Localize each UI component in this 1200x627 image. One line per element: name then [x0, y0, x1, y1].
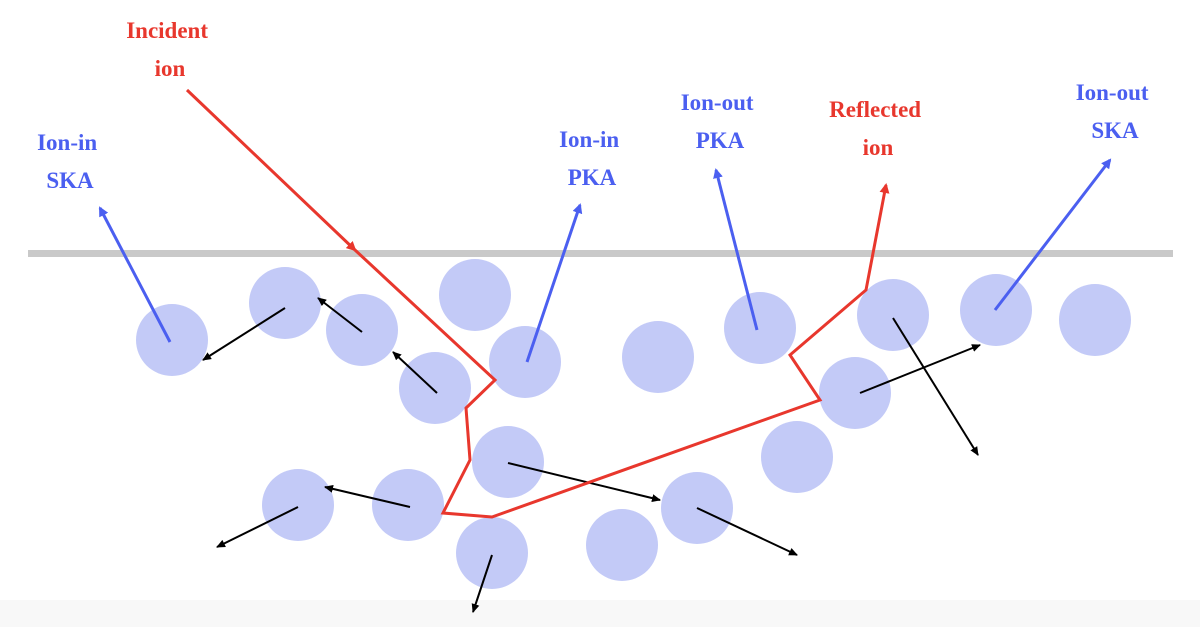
- sputtered-atom-arrows: [98, 158, 1112, 363]
- label-line: PKA: [696, 128, 745, 153]
- label-line: SKA: [46, 168, 94, 193]
- atom: [761, 421, 833, 493]
- label-line: SKA: [1091, 118, 1139, 143]
- atom: [372, 469, 444, 541]
- recoil-arrow: [507, 462, 661, 502]
- reflected-ion-label: Reflected ion: [829, 97, 927, 160]
- atom: [857, 279, 929, 351]
- ion-in-ska-arrow: [98, 206, 172, 343]
- label-line: Incident: [126, 18, 208, 43]
- recoil-arrow: [696, 507, 798, 556]
- atom: [136, 304, 208, 376]
- atom: [1059, 284, 1131, 356]
- reflected-ion-path: [353, 183, 890, 519]
- ion-out-pka-arrow: [713, 168, 759, 331]
- surface-line: [28, 250, 1173, 257]
- recoil-arrow: [202, 307, 286, 361]
- atom: [249, 267, 321, 339]
- label-line: PKA: [568, 165, 617, 190]
- atom: [262, 469, 334, 541]
- recoil-arrow: [892, 317, 979, 456]
- recoil-arrow: [216, 506, 299, 548]
- atom: [622, 321, 694, 393]
- atom: [489, 326, 561, 398]
- label-line: Ion-out: [1076, 80, 1149, 105]
- ion-trajectory: [185, 88, 890, 519]
- atom: [472, 426, 544, 498]
- atoms: [136, 259, 1131, 589]
- recoil-arrow: [859, 344, 981, 394]
- recoil-arrow: [317, 297, 363, 333]
- atom: [724, 292, 796, 364]
- ion-out-pka-label: Ion-out PKA: [681, 90, 760, 153]
- atom: [456, 517, 528, 589]
- incident-ion-arrow: [185, 88, 357, 252]
- incident-ion-label: Incident ion: [126, 18, 214, 81]
- label-line: ion: [155, 56, 186, 81]
- ion-out-ska-label: Ion-out SKA: [1076, 80, 1155, 143]
- ion-in-pka-label: Ion-in PKA: [559, 127, 625, 190]
- label-line: ion: [863, 135, 894, 160]
- label-line: Ion-in: [37, 130, 97, 155]
- label-line: Ion-in: [559, 127, 619, 152]
- bottom-band: [0, 600, 1200, 627]
- ion-in-pka-arrow: [525, 203, 583, 363]
- recoil-arrow: [324, 484, 411, 508]
- atom: [326, 294, 398, 366]
- atom: [399, 352, 471, 424]
- recoil-arrows: [202, 297, 981, 613]
- atom: [439, 259, 511, 331]
- label-line: Ion-out: [681, 90, 754, 115]
- recoil-arrow: [471, 554, 493, 613]
- recoil-arrow: [392, 351, 438, 394]
- ion-out-ska-arrow: [993, 158, 1112, 311]
- ion-in-ska-label: Ion-in SKA: [37, 130, 103, 193]
- atom: [819, 357, 891, 429]
- label-line: Reflected: [829, 97, 921, 122]
- atom: [586, 509, 658, 581]
